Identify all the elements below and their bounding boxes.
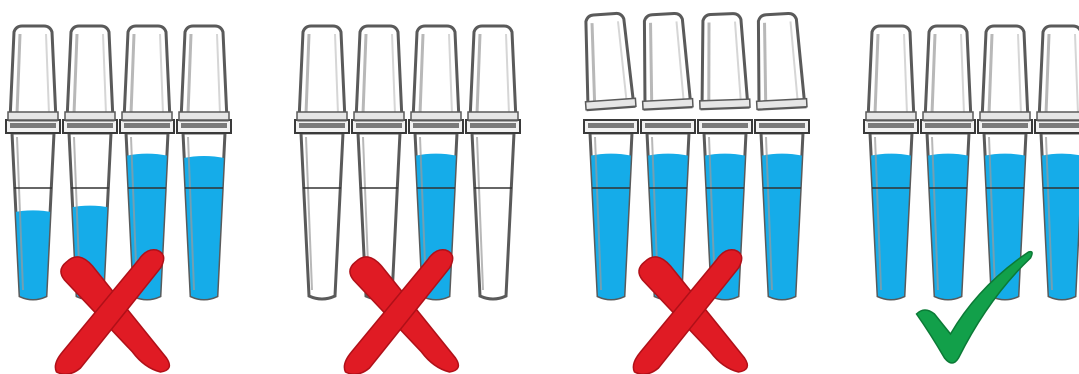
pcr-tube [864,26,918,305]
tube-cap [980,26,1030,120]
tube-cap [179,26,229,120]
tube-cap [297,26,347,120]
pcr-tube [295,26,349,299]
pcr-tube [752,13,809,305]
pcr-tube [921,26,975,305]
tube-cap [468,26,518,120]
tube-cap [697,13,750,109]
cross-mark-icon [633,250,747,374]
tube-cap [866,26,916,120]
tube-cap [65,26,115,120]
tube-cap [1037,26,1079,120]
pcr-tube [6,26,60,305]
tube-cap [411,26,461,120]
pcr-tube [466,26,520,299]
tube-strip-uneven-volumes [6,26,231,374]
tube-strip-caps-not-closed [580,12,809,374]
tube-cap [8,26,58,120]
tube-cap [752,13,807,109]
pcr-tube [580,12,638,305]
tube-cap [638,13,693,109]
tube-cap [580,12,636,109]
tube-cap [923,26,973,120]
tube-cap [354,26,404,120]
tube-strip-correct-setup [864,26,1079,363]
liquid-fill [1037,154,1079,305]
cross-mark-icon [344,250,458,374]
pcr-tube [177,26,231,305]
cross-mark-icon [55,250,169,374]
tube-cap [122,26,172,120]
tube-strip-missing-liquid [295,26,520,374]
pcr-tube [1035,26,1079,305]
